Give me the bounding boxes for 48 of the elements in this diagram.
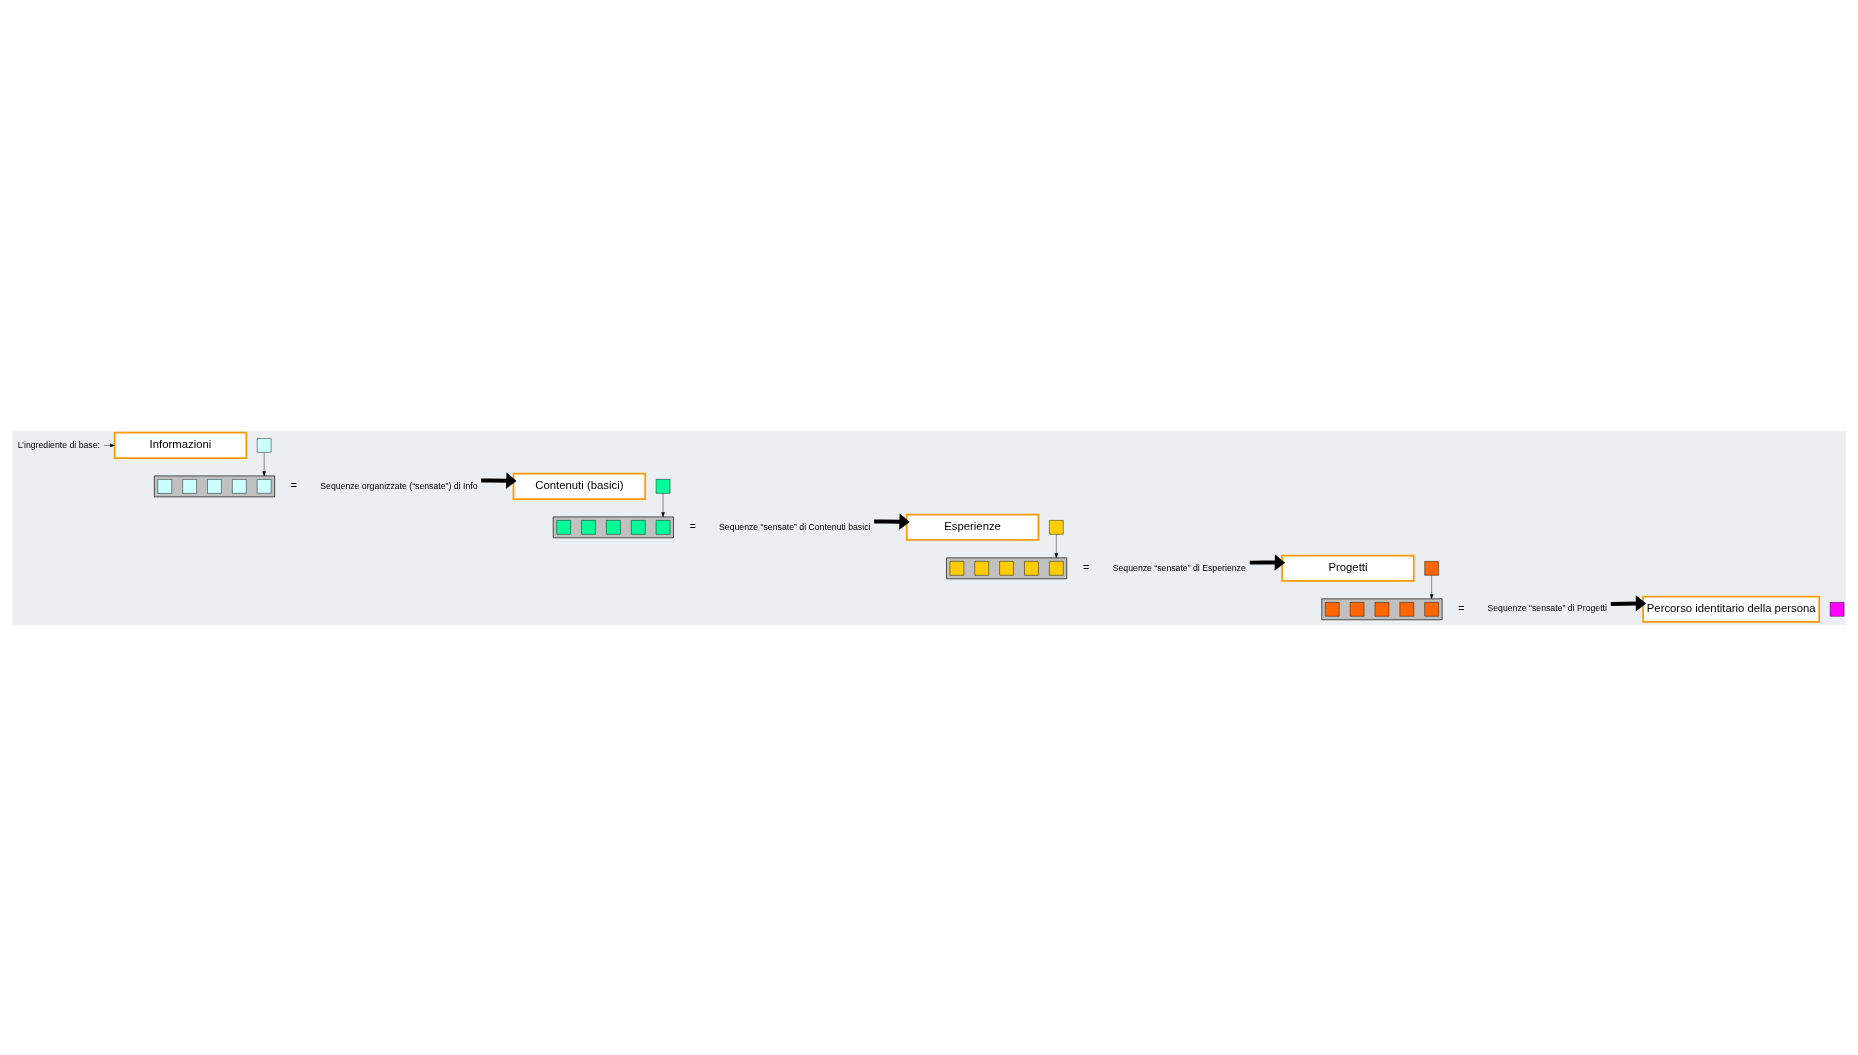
- node-box: Percorso identitario della persona: [1642, 595, 1821, 623]
- label: =: [290, 479, 297, 491]
- label: =: [689, 520, 696, 532]
- node-box: [1049, 519, 1064, 535]
- node-box: [655, 478, 671, 494]
- node-box: [974, 560, 989, 575]
- node-box: [182, 478, 197, 494]
- node-text: Sequenze “sensate” di Esperienze: [1112, 562, 1246, 573]
- node-text: Sequenze organizzate (“sensate”) di Info: [320, 480, 478, 491]
- node-box: Esperienze: [905, 513, 1040, 541]
- node-box: [1049, 560, 1064, 575]
- node-box: [999, 560, 1014, 575]
- node-box: [1349, 601, 1365, 616]
- node-box: [1424, 560, 1439, 575]
- arrow: [874, 513, 910, 530]
- node-box: [232, 478, 247, 494]
- node-text: Sequenze “sensate” di Progetti: [1487, 602, 1607, 613]
- node-box: [157, 478, 172, 494]
- node-box: [556, 519, 571, 535]
- node-box: [655, 519, 671, 535]
- node-box: [1424, 601, 1439, 616]
- node-text: L’ingrediente di base:: [17, 439, 100, 450]
- label: =: [1458, 602, 1465, 614]
- label: =: [1082, 561, 1089, 573]
- arrow: [103, 443, 115, 447]
- node-box: [256, 478, 272, 494]
- arrow: [661, 492, 665, 517]
- node-box: [1399, 601, 1414, 616]
- node-box: [1829, 601, 1845, 616]
- arrow: [262, 451, 266, 476]
- node-box: Progetti: [1281, 554, 1415, 582]
- node-box: Informazioni: [113, 431, 248, 459]
- node-box: [606, 519, 621, 535]
- arrow: [1610, 594, 1647, 612]
- arrow: [1249, 553, 1286, 571]
- node-text: Sequenze “sensate” di Contenuti basici: [719, 521, 871, 532]
- node-box: [949, 560, 965, 575]
- node-box: [256, 437, 272, 453]
- arrow: [1054, 533, 1059, 558]
- node-box: [1374, 601, 1390, 616]
- arrow: [1429, 574, 1434, 599]
- node-box: Contenuti (basici): [512, 472, 647, 500]
- node-box: [581, 519, 596, 535]
- node-box: [631, 519, 646, 535]
- node-box: [1325, 601, 1340, 616]
- arrow: [481, 472, 517, 489]
- node-box: [207, 478, 222, 494]
- node-box: [1024, 560, 1039, 575]
